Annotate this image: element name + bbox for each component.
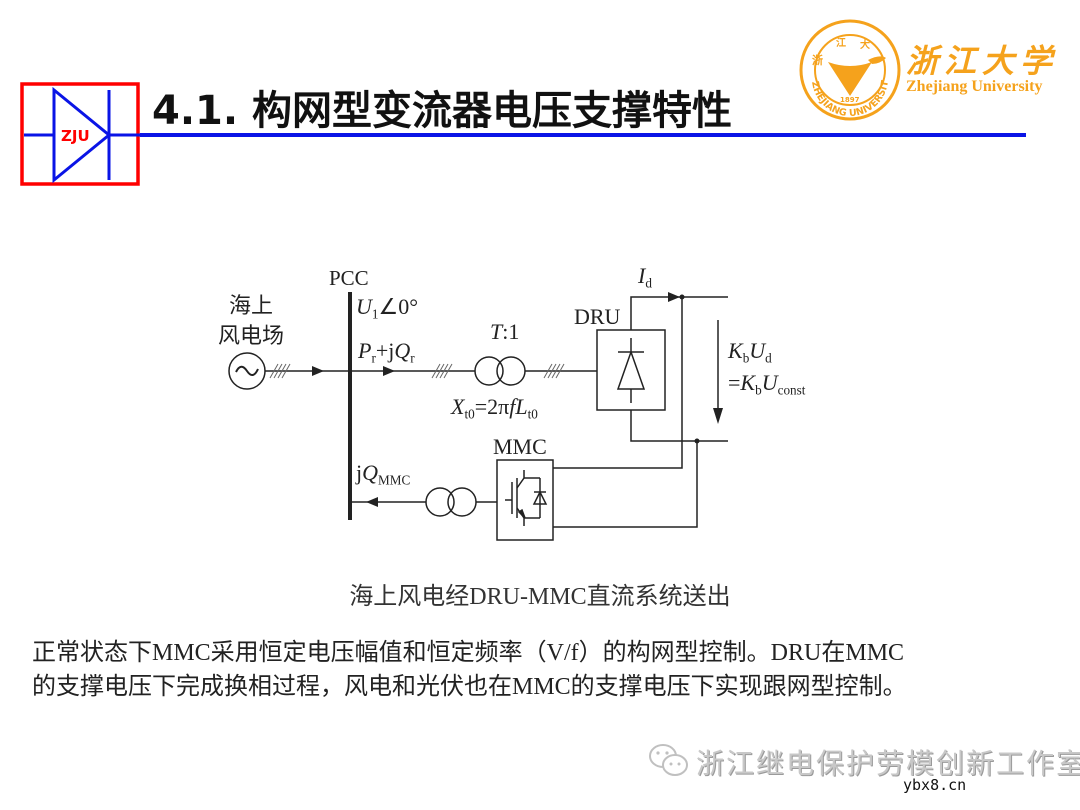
title-underline (140, 133, 1026, 137)
svg-text:浙: 浙 (812, 53, 823, 67)
transformer-icon (474, 356, 526, 386)
dru-mmc-circuit-diagram: 海上 风电场 PCC U1∠0° Pr+jQr T:1 Xt0=2πfLt0 D… (200, 260, 860, 560)
reactance-label: Xt0=2πfLt0 (451, 394, 538, 422)
body-line-1: 正常状态下MMC采用恒定电压幅值和恒定频率（V/f）的构网型控制。DRU在MMC (32, 640, 905, 666)
transformer-icon (425, 487, 477, 517)
university-name-en: Zhejiang University (906, 78, 1043, 95)
figure-caption: 海上风电经DRU-MMC直流系统送出 (349, 584, 731, 610)
wind-farm-label: 海上 (228, 293, 273, 318)
svg-text:大: 大 (860, 38, 870, 51)
wind-farm-label-2: 风电场 (218, 323, 285, 348)
logo-text: ZJU (61, 127, 90, 145)
zju-logo: ZJU (20, 82, 140, 186)
pcc-label: PCC (329, 266, 369, 290)
body-paragraph: 正常状态下MMC采用恒定电压幅值和恒定频率（V/f）的构网型控制。DRU在MMC… (32, 636, 1042, 704)
transformer-ratio-label: T:1 (490, 319, 520, 344)
ac-source-icon (228, 352, 266, 390)
mmc-label: MMC (493, 434, 547, 459)
power-label: Pr+jQr (358, 338, 415, 366)
body-line-2: 的支撑电压下完成换相过程，风电和光伏也在MMC的支撑电压下实现跟网型控制。 (32, 674, 907, 700)
mmc-reactive-label: jQMMC (356, 460, 411, 488)
svg-text:江: 江 (836, 36, 846, 49)
current-label: Id (638, 263, 652, 291)
svg-text:1897: 1897 (840, 96, 860, 104)
diode-rectifier-icon (596, 329, 666, 411)
wechat-icon (649, 744, 688, 776)
dc-voltage-const-label: =KbUconst (728, 370, 806, 398)
site-tag: ybx8.cn (900, 776, 970, 794)
dc-voltage-label: KbUd (728, 338, 772, 366)
university-seal-icon: 浙 江 大 1897 ZHEJIANG UNIVERSITY (798, 18, 901, 121)
university-name-cn: 浙江大学 (906, 42, 1059, 80)
dru-label: DRU (574, 304, 621, 329)
watermark-text: 浙江继电保护劳模创新工作室 (696, 747, 1080, 780)
igbt-converter-icon (496, 459, 554, 541)
page-title: 4.1. 构网型变流器电压支撑特性 (152, 88, 732, 134)
voltage-label: U1∠0° (356, 294, 419, 322)
